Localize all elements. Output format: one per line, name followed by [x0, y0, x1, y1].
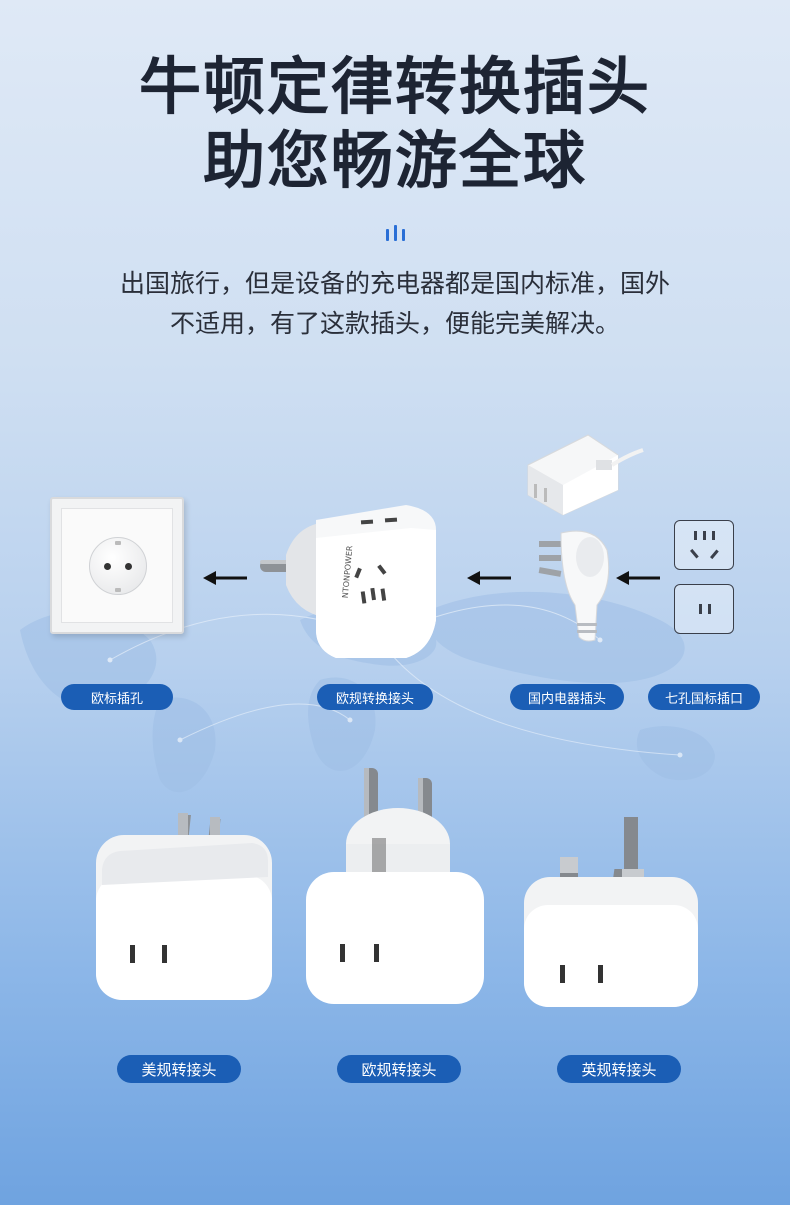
label-cn-plug: 国内电器插头 [510, 684, 624, 710]
eu-adapter-illustration: NTONPOWER [260, 505, 436, 658]
description-line-1: 出国旅行，但是设备的充电器都是国内标准，国外 [119, 269, 670, 298]
us-adapter-illustration [96, 813, 272, 1000]
cn-plug-icon [538, 530, 610, 642]
label-cn-outlet: 七孔国标插口 [648, 684, 760, 710]
two-hole-outlet-icon [674, 584, 734, 634]
eu-adapter-product-illustration [306, 768, 484, 1004]
headline-line-1: 牛顿定律转换插头 [138, 50, 651, 123]
headline-line-2: 助您畅游全球 [202, 124, 587, 197]
label-eu-adapter: 欧规转换接头 [317, 684, 433, 710]
description-line-2: 不适用，有了这款插头，便能完美解决。 [169, 309, 620, 338]
arrow-left-icon [203, 571, 247, 585]
arrow-left-icon [616, 571, 660, 585]
seven-hole-outlet-icon [674, 520, 734, 570]
eu-wall-socket [50, 497, 184, 634]
divider-icon [384, 223, 408, 241]
label-us-adapter: 美规转接头 [117, 1055, 241, 1083]
label-eu-socket: 欧标插孔 [61, 684, 173, 710]
label-uk-adapter: 英规转接头 [557, 1055, 681, 1083]
uk-adapter-illustration [524, 817, 698, 1007]
arrow-left-icon [467, 571, 511, 585]
charger-icon [527, 434, 644, 516]
label-eu-adapter-product: 欧规转接头 [337, 1055, 461, 1083]
